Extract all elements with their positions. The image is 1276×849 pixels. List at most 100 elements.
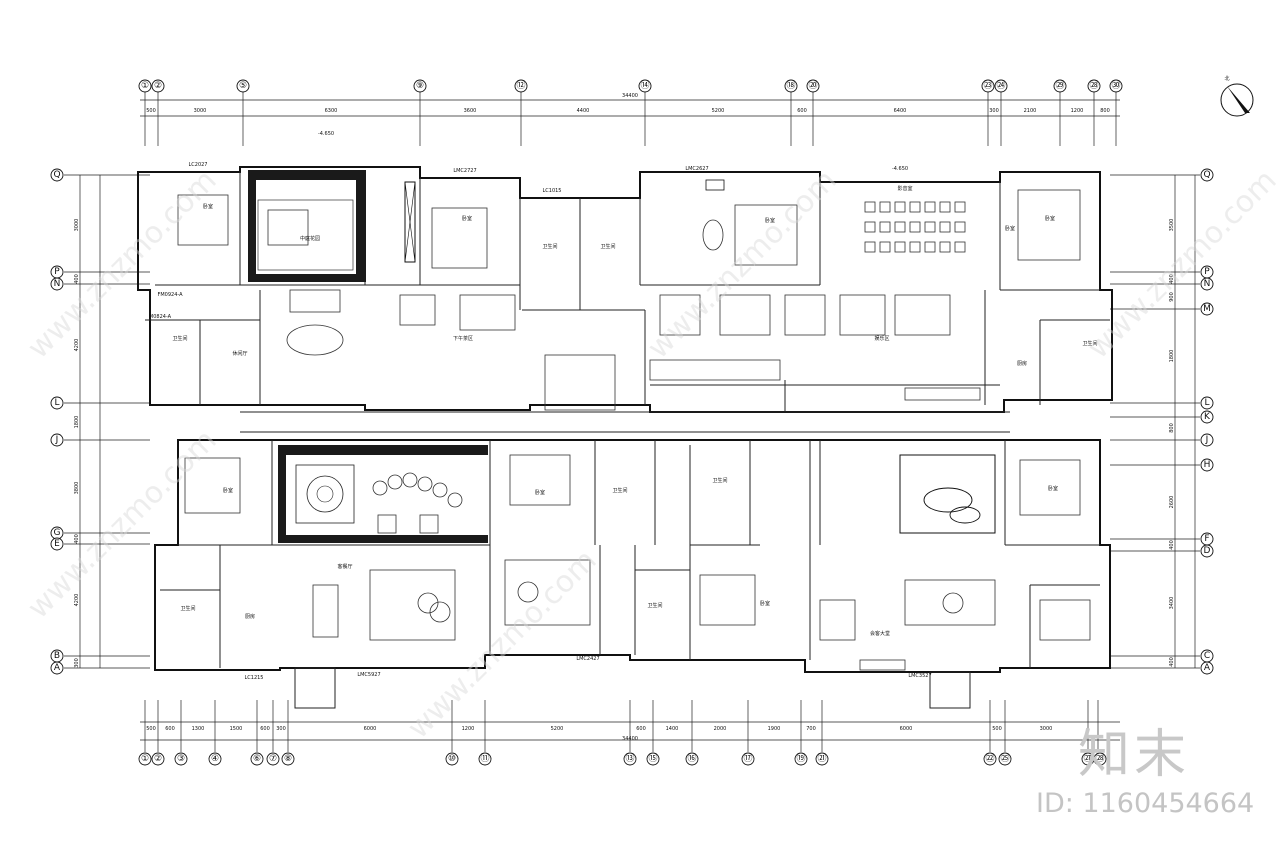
svg-text:⑫: ⑫ (516, 80, 525, 91)
room-label: 卫生间 (1082, 340, 1097, 347)
upper-furniture (177, 189, 1081, 411)
svg-text:⑭: ⑭ (640, 80, 649, 91)
top-axis-14: ⑭ (638, 79, 652, 93)
room-label: 卫生间 (172, 335, 187, 342)
svg-text:2600: 2600 (1169, 496, 1175, 509)
svg-text:1200: 1200 (1071, 108, 1084, 114)
room-label: 卧室 (1048, 485, 1058, 492)
svg-text:G: G (54, 528, 61, 538)
svg-text:②: ② (154, 81, 162, 91)
svg-text:1300: 1300 (192, 726, 205, 732)
top-axis-2: ② (151, 79, 165, 93)
svg-text:LMC5927: LMC5927 (357, 672, 380, 678)
svg-text:㉑: ㉑ (817, 753, 826, 764)
svg-text:300: 300 (74, 658, 80, 668)
svg-text:K: K (1204, 412, 1211, 422)
svg-text:3600: 3600 (464, 108, 477, 114)
room-label: 会客大堂 (870, 630, 890, 637)
svg-text:⑲: ⑲ (796, 753, 805, 764)
svg-text:P: P (1204, 267, 1210, 277)
bottom-axis-markers: ① ② ③ ④ ⑥ ⑦ ⑧ ⑩ ⑪ ⑬ ⑮ ⑯ ⑰ ⑲ ㉑ ㉒ ㉕ ㉗ ㉘ (138, 752, 1107, 766)
top-axis-28: ㉘ (1087, 79, 1101, 93)
room-label: 卫生间 (712, 477, 727, 484)
svg-text:⑰: ⑰ (743, 753, 752, 764)
svg-text:㉘: ㉘ (1095, 753, 1104, 764)
svg-text:-4.650: -4.650 (318, 131, 334, 137)
svg-text:1900: 1900 (768, 726, 781, 732)
svg-text:400: 400 (1169, 274, 1175, 284)
svg-text:⑩: ⑩ (448, 754, 456, 764)
room-label: 卫生间 (600, 243, 615, 250)
svg-text:LC2027: LC2027 (188, 162, 207, 168)
svg-text:2100: 2100 (1024, 108, 1037, 114)
svg-text:㉔: ㉔ (996, 80, 1005, 91)
svg-text:4400: 4400 (577, 108, 590, 114)
svg-text:E: E (54, 539, 60, 549)
top-axis-18: ⑱ (784, 79, 798, 93)
svg-text:北: 北 (1224, 75, 1229, 82)
svg-text:www.znzmo.com: www.znzmo.com (1081, 163, 1276, 366)
svg-text:1500: 1500 (230, 726, 243, 732)
svg-text:M0824-A: M0824-A (149, 314, 172, 320)
room-label: 中庭花园 (300, 235, 320, 242)
brand-watermark: 知末 (1078, 725, 1191, 785)
room-label: 卫生间 (542, 243, 557, 250)
svg-text:D: D (1204, 546, 1211, 556)
svg-text:600: 600 (165, 726, 175, 732)
top-axis-23: ㉓ (981, 79, 995, 93)
svg-text:LMC2427: LMC2427 (576, 656, 599, 662)
svg-text:FM0924-A: FM0924-A (157, 292, 183, 298)
svg-text:600: 600 (797, 108, 807, 114)
svg-text:N: N (1204, 279, 1211, 289)
upper-building (137, 166, 1113, 413)
room-label: 休闲厅 (232, 350, 247, 357)
svg-text:4200: 4200 (74, 339, 80, 352)
room-label: 娱乐区 (874, 335, 889, 342)
top-axis-9: ⑨ (413, 79, 427, 93)
svg-text:㉒: ㉒ (985, 753, 994, 764)
svg-text:B: B (54, 651, 60, 661)
svg-text:300: 300 (276, 726, 286, 732)
svg-text:www.znzmo.com: www.znzmo.com (21, 163, 224, 366)
svg-text:3800: 3800 (74, 482, 80, 495)
svg-text:③: ③ (177, 754, 185, 764)
svg-text:㉚: ㉚ (1111, 80, 1120, 91)
svg-text:㉓: ㉓ (983, 80, 992, 91)
svg-text:2000: 2000 (714, 726, 727, 732)
svg-text:Q: Q (53, 170, 60, 180)
top-axis-30: ㉚ (1109, 79, 1123, 93)
svg-text:1800: 1800 (74, 416, 80, 429)
svg-text:⑥: ⑥ (253, 754, 261, 764)
svg-text:1400: 1400 (666, 726, 679, 732)
top-axis-20: ⑳ (806, 79, 820, 93)
svg-text:㉘: ㉘ (1089, 80, 1098, 91)
svg-text:A: A (1204, 663, 1211, 673)
svg-text:5200: 5200 (551, 726, 564, 732)
bottom-dimension-lines: 500 600 1300 1500 600 300 6000 1200 5200… (140, 700, 1120, 752)
svg-text:L: L (54, 398, 59, 408)
svg-text:LMC3527: LMC3527 (908, 673, 931, 679)
room-label: 卫生间 (647, 602, 662, 609)
svg-text:⑮: ⑮ (648, 753, 657, 764)
svg-text:400: 400 (74, 534, 80, 544)
corridor (240, 411, 1010, 433)
room-label: 卧室 (1045, 215, 1055, 222)
svg-text:800: 800 (1100, 108, 1110, 114)
svg-text:-4.650: -4.650 (892, 166, 908, 172)
svg-text:M: M (1203, 304, 1211, 314)
svg-text:300: 300 (989, 108, 999, 114)
top-axis-12: ⑫ (514, 79, 528, 93)
left-axis-markers: Q P N L J G E B A 3000 400 4200 1800 380… (50, 168, 150, 675)
lower-furniture (184, 454, 1091, 671)
svg-text:900: 900 (1169, 292, 1175, 302)
bottom-total-dim: 34400 (622, 736, 638, 742)
room-label: 卧室 (535, 489, 545, 496)
room-label: 厨房 (1017, 360, 1027, 367)
svg-text:⑯: ⑯ (687, 753, 696, 764)
room-label: 卧室 (760, 600, 770, 607)
svg-text:700: 700 (806, 726, 816, 732)
image-id-label: ID: 1160454664 (1036, 788, 1255, 819)
svg-text:②: ② (154, 754, 162, 764)
room-label: 卧室 (203, 203, 213, 210)
room-label: 影音室 (897, 185, 912, 192)
